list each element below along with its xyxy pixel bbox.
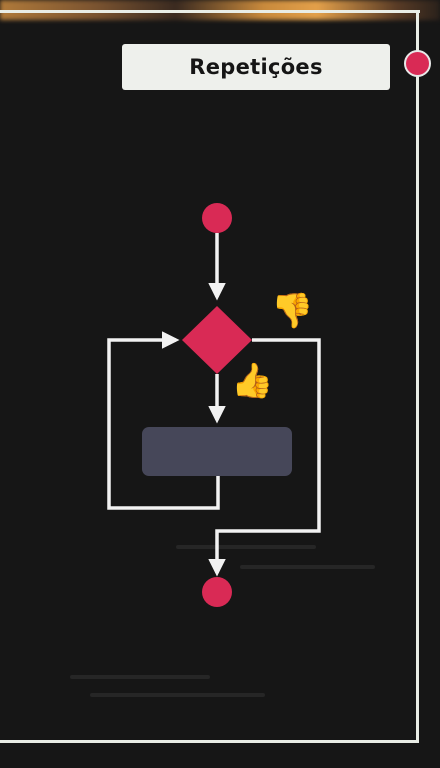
faint-mark <box>240 565 375 569</box>
faint-mark <box>176 545 316 549</box>
decision-diamond <box>182 306 252 374</box>
slide-frame <box>0 10 419 743</box>
start-node <box>202 203 232 233</box>
corner-dot <box>404 50 431 77</box>
thumbs-down-icon: 👎 <box>271 291 314 331</box>
loop-back-line <box>107 331 220 510</box>
process-block <box>142 427 292 476</box>
title-box: Repetições <box>122 44 390 90</box>
faint-mark <box>90 693 265 697</box>
exit-line <box>208 338 321 577</box>
slide-title: Repetições <box>189 55 323 79</box>
end-node <box>202 577 232 607</box>
thumbs-up-icon: 👍 <box>231 361 274 401</box>
faint-mark <box>70 675 210 679</box>
connector-lines <box>107 233 321 577</box>
